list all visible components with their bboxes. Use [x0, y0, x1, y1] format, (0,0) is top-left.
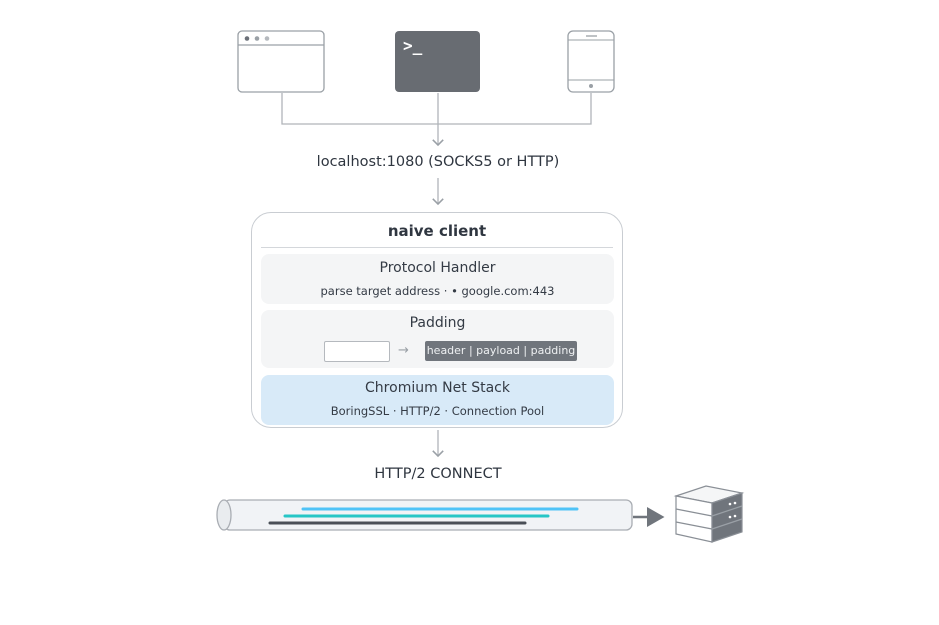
tunnel-pipe	[216, 499, 633, 531]
protocol-handler-section: Protocol Handler parse target address · …	[261, 254, 614, 304]
padding-section: Padding → header | payload | padding	[261, 310, 614, 368]
browser-window-icon	[237, 30, 325, 93]
terminal-prompt: >_	[403, 36, 423, 55]
arrow-right-icon: →	[398, 343, 409, 358]
net-stack-title: Chromium Net Stack	[365, 380, 510, 396]
server-icon	[673, 485, 745, 543]
naive-client-title: naive client	[387, 222, 487, 240]
padding-title: Padding	[409, 315, 466, 331]
tunnel-label: HTTP/2 CONNECT	[374, 466, 502, 482]
padded-frame-box: header | payload | padding	[425, 341, 577, 361]
net-stack-subtitle: BoringSSL · HTTP/2 · Connection Pool	[330, 404, 545, 418]
protocol-handler-subtitle: parse target address · • google.com:443	[320, 284, 555, 298]
raw-payload-box	[324, 341, 390, 362]
mobile-phone-icon	[567, 30, 615, 93]
chromium-net-stack-section: Chromium Net Stack BoringSSL · HTTP/2 · …	[261, 375, 614, 425]
client-merge-line	[281, 93, 592, 125]
protocol-handler-title: Protocol Handler	[379, 260, 496, 276]
divider	[261, 247, 613, 248]
listen-address-label: localhost:1080 (SOCKS5 or HTTP)	[316, 154, 560, 170]
naive-client-box: naive client Protocol Handler parse targ…	[251, 212, 623, 428]
terminal-icon	[395, 31, 480, 92]
